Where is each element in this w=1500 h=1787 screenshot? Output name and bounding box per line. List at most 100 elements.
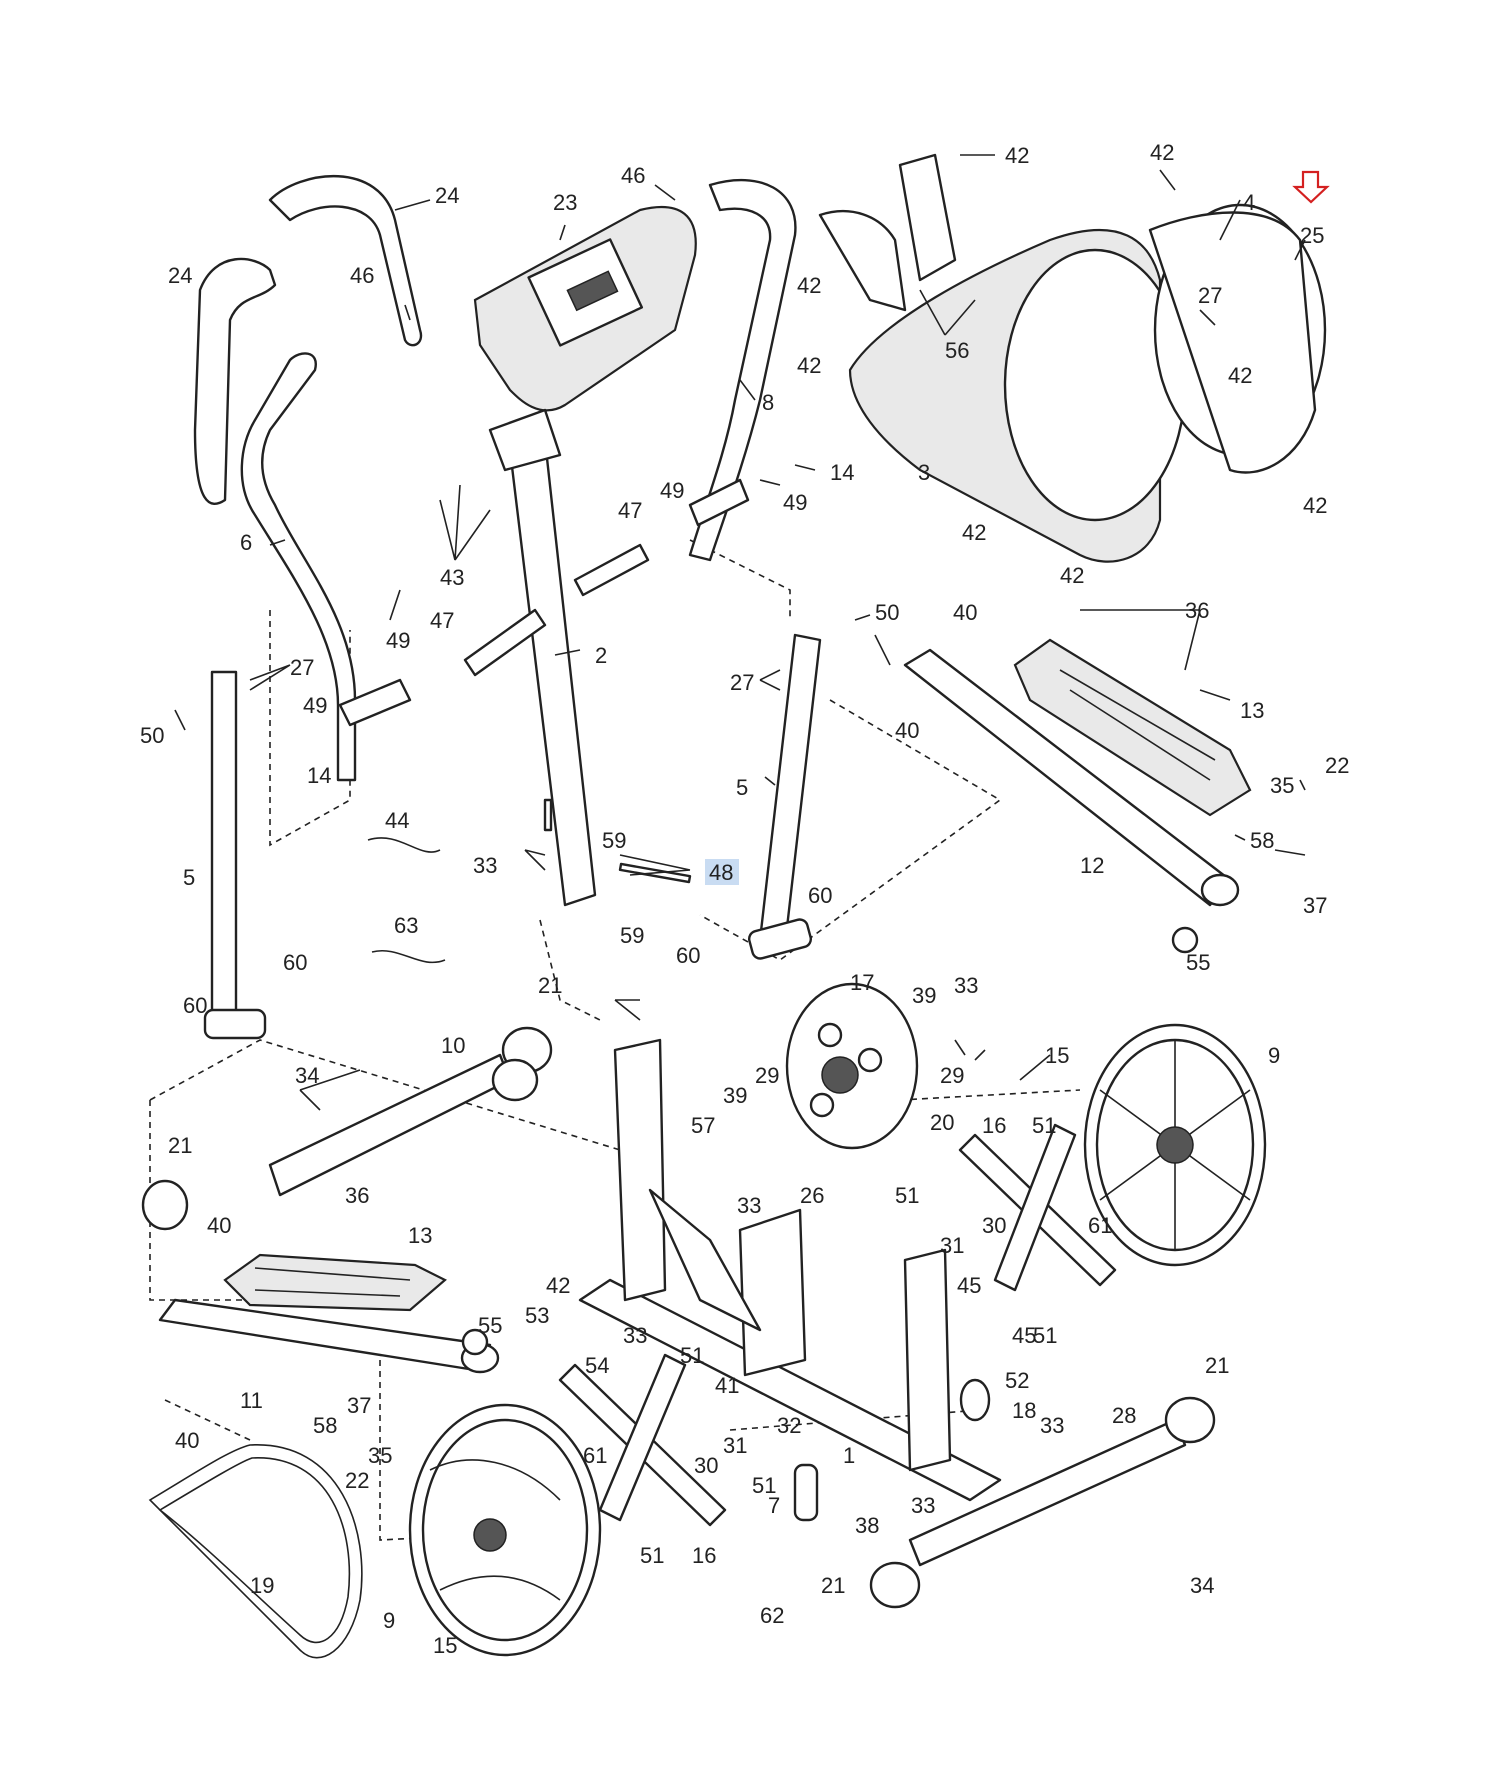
callout-21: 21 [538,973,562,998]
callout-33: 33 [1040,1413,1064,1438]
left-arm-tube [240,352,357,782]
callout-41: 41 [715,1373,739,1398]
callout-30: 30 [694,1453,718,1478]
indicator-arrow-icon [1292,170,1330,204]
callout-52: 52 [1005,1368,1029,1393]
callout-27: 27 [290,655,314,680]
callout-29: 29 [940,1063,964,1088]
callout-54: 54 [585,1353,609,1378]
right-pedal-arm [903,648,1240,907]
callout-7: 7 [768,1493,780,1518]
callout-13: 13 [408,1223,432,1248]
callout-42: 42 [1228,363,1252,388]
callout-51: 51 [1033,1323,1057,1348]
callout-20: 20 [930,1110,954,1135]
callout-60: 60 [283,950,307,975]
callout-9: 9 [383,1608,395,1633]
callout-42: 42 [1150,140,1174,165]
callout-63: 63 [394,913,418,938]
callout-29: 29 [755,1063,779,1088]
callout-61: 61 [1088,1213,1112,1238]
callout-55: 55 [478,1313,502,1338]
upright-post [488,408,597,907]
callout-33: 33 [954,973,978,998]
callout-57: 57 [691,1113,715,1138]
callout-22: 22 [1325,753,1349,778]
right-arm-tube [688,178,797,562]
callout-43: 43 [440,565,464,590]
right-flywheel [1083,1023,1267,1267]
left-leg-upper [203,670,267,1040]
callout-51: 51 [640,1543,664,1568]
callout-13: 13 [1240,698,1264,723]
callout-56: 56 [945,338,969,363]
callout-36: 36 [1185,598,1209,623]
callout-40: 40 [175,1428,199,1453]
callout-35: 35 [368,1443,392,1468]
right-leg-upper [747,633,822,960]
callout-12: 12 [1080,853,1104,878]
upper-handlebar-right [268,175,423,347]
callout-6: 6 [240,530,252,555]
callout-46: 46 [621,163,645,188]
callout-47: 47 [618,498,642,523]
callout-49: 49 [783,490,807,515]
callout-50: 50 [140,723,164,748]
highlight-box [705,859,739,885]
left-pedal-arm [158,1298,500,1374]
callout-31: 31 [723,1433,747,1458]
rear-shroud [818,153,1327,563]
callout-3: 3 [918,460,930,485]
callout-2: 2 [595,643,607,668]
callout-42: 42 [797,353,821,378]
callout-42: 42 [1060,563,1084,588]
callout-58: 58 [1250,828,1274,853]
callout-34: 34 [295,1063,319,1088]
right-pedal [1013,638,1252,817]
callout-27: 27 [730,670,754,695]
callout-49: 49 [303,693,327,718]
callout-37: 37 [1303,893,1327,918]
callout-33: 33 [473,853,497,878]
console [473,205,697,412]
callout-60: 60 [808,883,832,908]
callout-45: 45 [957,1273,981,1298]
callout-15: 15 [433,1633,457,1658]
callout-36: 36 [345,1183,369,1208]
callout-1: 1 [843,1443,855,1468]
callout-49: 49 [386,628,410,653]
upper-handlebar-left [193,257,277,505]
callout-34: 34 [1190,1573,1214,1598]
callout-24: 24 [435,183,459,208]
callout-40: 40 [895,718,919,743]
callout-51: 51 [680,1343,704,1368]
callout-58: 58 [313,1413,337,1438]
callout-24: 24 [168,263,192,288]
front-stabilizer [268,1026,553,1197]
callout-60: 60 [676,943,700,968]
main-frame [578,1038,1002,1502]
callout-11: 11 [240,1388,263,1413]
small-hardware [141,798,1199,1522]
drive-belt [148,1444,363,1659]
callout-30: 30 [982,1213,1006,1238]
callout-38: 38 [855,1513,879,1538]
callout-47: 47 [430,608,454,633]
callout-32: 32 [777,1413,801,1438]
callout-39: 39 [723,1083,747,1108]
callout-28: 28 [1112,1403,1136,1428]
callout-59: 59 [602,828,626,853]
callout-35: 35 [1270,773,1294,798]
callout-16: 16 [692,1543,716,1568]
callout-26: 26 [800,1183,824,1208]
callout-46: 46 [350,263,374,288]
callout-48: 48 [709,860,733,885]
callout-21: 21 [168,1133,192,1158]
callout-42: 42 [1005,143,1029,168]
callout-60: 60 [183,993,207,1018]
callout-42: 42 [1303,493,1327,518]
right-x-brace [958,1123,1117,1292]
callout-50: 50 [875,600,899,625]
callout-51: 51 [1032,1113,1056,1138]
callout-4: 4 [1243,190,1255,215]
